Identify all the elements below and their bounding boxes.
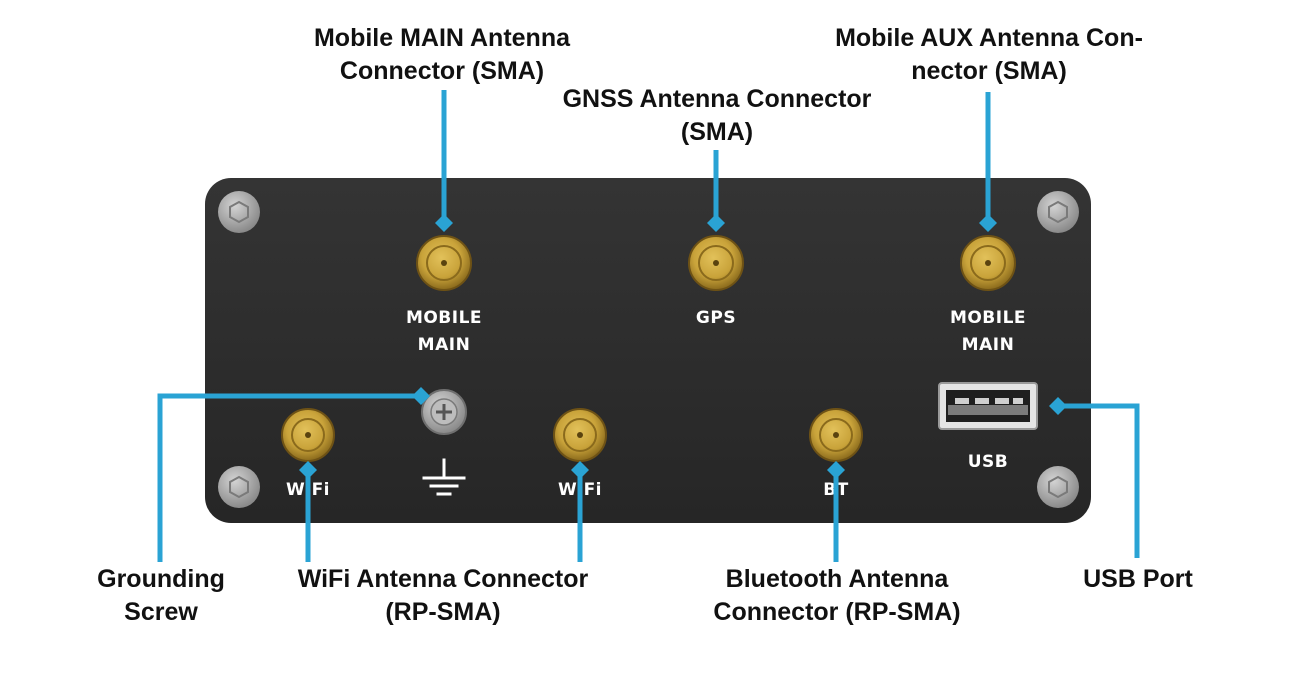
panel-label-mobile-main-1: MOBILE (406, 308, 482, 328)
callout-wifi-line-1: WiFi Antenna Connector (298, 565, 589, 593)
callout-grounding-line-1: Grounding (97, 565, 225, 593)
gps-connector-icon (688, 235, 744, 291)
callout-gnss-line-1: GNSS Antenna Connector (563, 85, 872, 113)
callout-mobile-aux-line-2: nector (SMA) (911, 57, 1067, 85)
leader-marker-gnss (707, 214, 725, 232)
callout-mobile-aux-line-1: Mobile AUX Antenna Con- (835, 24, 1143, 52)
device-panel (205, 178, 1091, 523)
callout-grounding-line-2: Screw (124, 598, 198, 626)
usb-a-port-icon (938, 382, 1038, 430)
corner-screw-bottom-right (1037, 466, 1079, 508)
panel-label-mobile-aux-1: MOBILE (950, 308, 1026, 328)
leader-marker-bluetooth (827, 461, 845, 479)
panel-label-usb: USB (968, 452, 1009, 472)
callout-bluetooth-line-2: Connector (RP-SMA) (713, 598, 960, 626)
leader-usb (1058, 403, 1140, 558)
leader-marker-grounding (412, 387, 430, 405)
callout-gnss-line-2: (SMA) (681, 118, 753, 146)
ground-symbol-icon (422, 458, 466, 496)
corner-screw-top-left (218, 191, 260, 233)
mobile-main-connector-icon (416, 235, 472, 291)
panel-label-mobile-aux-2: MAIN (962, 335, 1015, 355)
leader-marker-usb (1049, 397, 1067, 415)
callout-mobile-main-line-2: Connector (SMA) (340, 57, 544, 85)
callout-bluetooth-line-1: Bluetooth Antenna (726, 565, 950, 593)
bt-connector-icon (809, 408, 863, 462)
callout-usb-port: USB Port (1083, 565, 1193, 593)
leader-grounding (157, 393, 422, 562)
corner-screw-bottom-left (218, 466, 260, 508)
corner-screw-top-right (1037, 191, 1079, 233)
mobile-aux-connector-icon (960, 235, 1016, 291)
leader-marker-mobile-aux (979, 214, 997, 232)
panel-label-mobile-main-2: MAIN (418, 335, 471, 355)
leader-marker-mobile-main (435, 214, 453, 232)
panel-label-gps: GPS (696, 308, 736, 328)
leader-marker-wifi (299, 461, 317, 479)
wifi-left-connector-icon (281, 408, 335, 462)
leader-marker-wifi-right (571, 461, 589, 479)
wifi-right-connector-icon (553, 408, 607, 462)
grounding-screw-icon (421, 389, 467, 435)
callout-wifi-line-2: (RP-SMA) (385, 598, 500, 626)
callout-mobile-main-line-1: Mobile MAIN Antenna (314, 24, 571, 52)
